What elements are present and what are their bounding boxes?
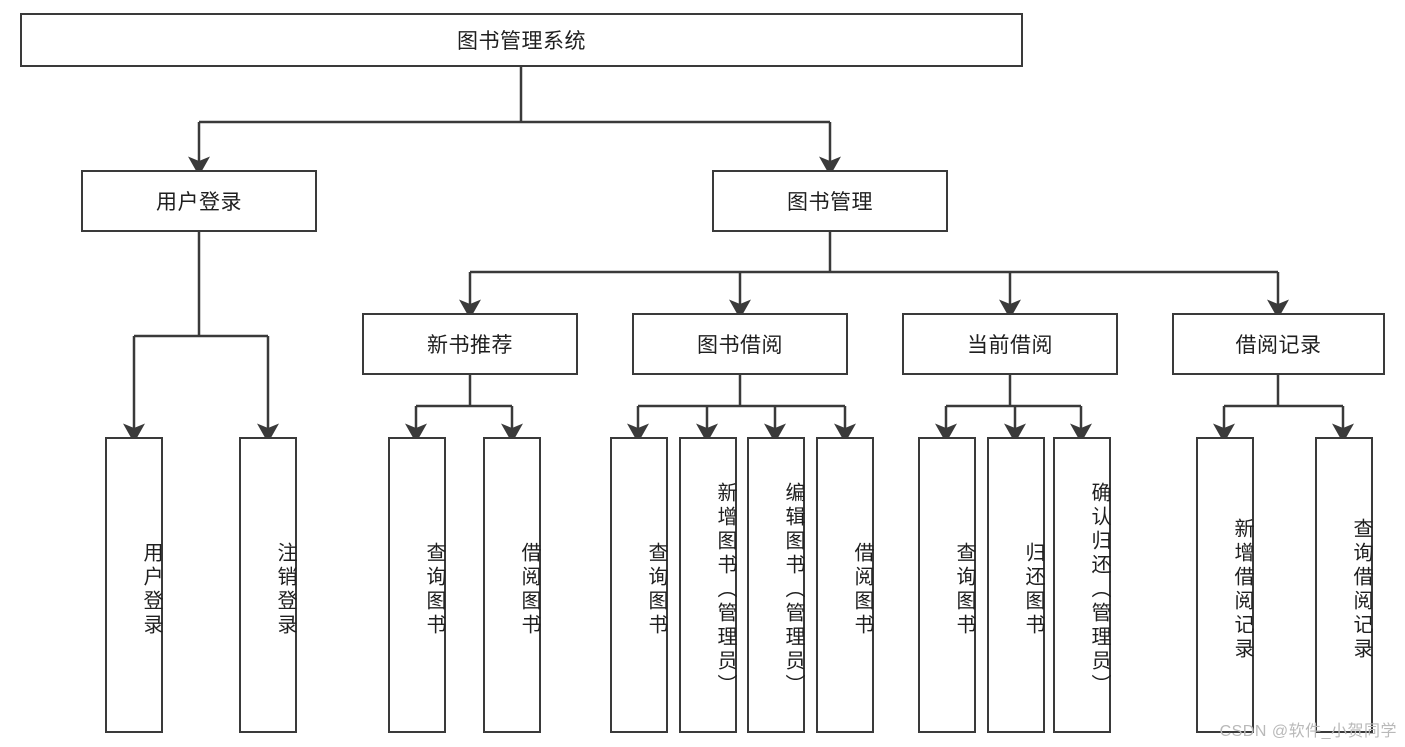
leaf-label: 查询图书 bbox=[953, 542, 975, 638]
leaf-label: 查询图书 bbox=[645, 542, 667, 638]
watermark-text: CSDN @软件_小贺同学 bbox=[1219, 723, 1397, 740]
node-new-book-recommendation[interactable]: 新书推荐 bbox=[362, 313, 578, 375]
leaf-label: 注销登录 bbox=[274, 542, 296, 638]
leaf-label: 确认归还（管理员） bbox=[1088, 482, 1110, 698]
leaf-label: 用户登录 bbox=[140, 542, 162, 638]
node-borrowing-record[interactable]: 借阅记录 bbox=[1172, 313, 1385, 375]
leaf-query-books-current[interactable]: 查询图书 bbox=[918, 437, 976, 733]
leaf-user-login[interactable]: 用户登录 bbox=[105, 437, 163, 733]
leaf-confirm-return-admin[interactable]: 确认归还（管理员） bbox=[1053, 437, 1111, 733]
leaf-query-books-new-book[interactable]: 查询图书 bbox=[388, 437, 446, 733]
node-book-borrowing[interactable]: 图书借阅 bbox=[632, 313, 848, 375]
leaf-label: 查询借阅记录 bbox=[1350, 518, 1372, 662]
leaf-logout[interactable]: 注销登录 bbox=[239, 437, 297, 733]
node-current-borrowing[interactable]: 当前借阅 bbox=[902, 313, 1118, 375]
node-book-management[interactable]: 图书管理 bbox=[712, 170, 948, 232]
node-user-login[interactable]: 用户登录 bbox=[81, 170, 317, 232]
leaf-label: 归还图书 bbox=[1022, 542, 1044, 638]
leaf-borrow-books-new-book[interactable]: 借阅图书 bbox=[483, 437, 541, 733]
leaf-add-book-admin[interactable]: 新增图书（管理员） bbox=[679, 437, 737, 733]
leaf-label: 查询图书 bbox=[423, 542, 445, 638]
leaf-add-borrow-record[interactable]: 新增借阅记录 bbox=[1196, 437, 1254, 733]
leaf-label: 新增借阅记录 bbox=[1231, 518, 1253, 662]
leaf-borrow-books-borrow[interactable]: 借阅图书 bbox=[816, 437, 874, 733]
leaf-query-borrow-record[interactable]: 查询借阅记录 bbox=[1315, 437, 1373, 733]
node-root-book-management-system[interactable]: 图书管理系统 bbox=[20, 13, 1023, 67]
leaf-label: 新增图书（管理员） bbox=[714, 482, 736, 698]
leaf-edit-book-admin[interactable]: 编辑图书（管理员） bbox=[747, 437, 805, 733]
leaf-query-books-borrow[interactable]: 查询图书 bbox=[610, 437, 668, 733]
leaf-label: 编辑图书（管理员） bbox=[782, 482, 804, 698]
leaf-return-books[interactable]: 归还图书 bbox=[987, 437, 1045, 733]
leaf-label: 借阅图书 bbox=[851, 542, 873, 638]
leaf-label: 借阅图书 bbox=[518, 542, 540, 638]
